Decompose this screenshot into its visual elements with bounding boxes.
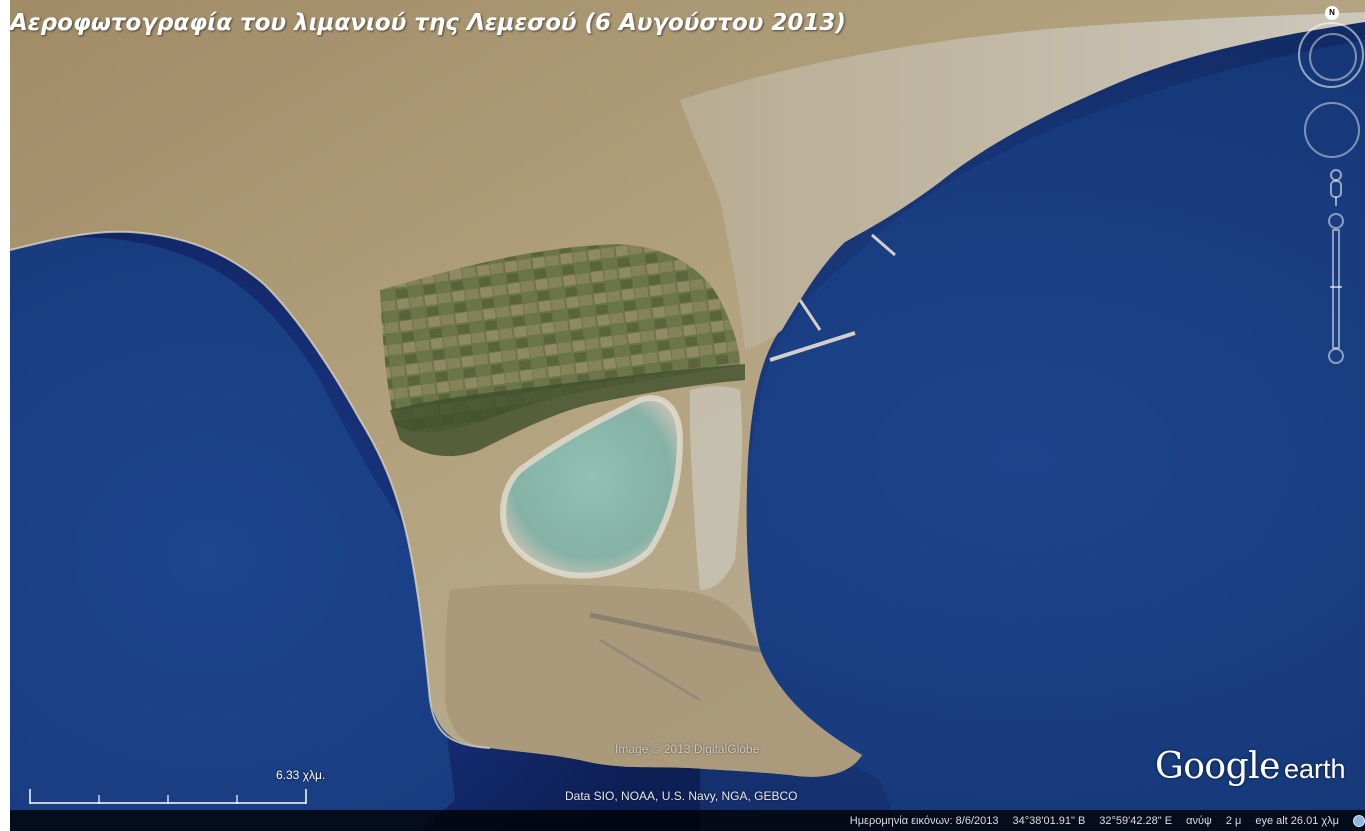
latitude-readout: 34°38'01.91" Β <box>1012 814 1086 827</box>
elevation-value: 2 μ <box>1225 814 1242 827</box>
logo-google-text: Google <box>1155 746 1280 787</box>
status-globe-icon <box>1353 814 1365 827</box>
compass-ring-icon[interactable] <box>1298 22 1364 88</box>
status-bar: Ημερομηνία εικόνων: 8/6/2013 34°38'01.91… <box>10 810 1365 831</box>
imagery-date: Ημερομηνία εικόνων: 8/6/2013 <box>849 814 999 827</box>
eye-altitude: eye alt 26.01 χλμ <box>1255 814 1339 827</box>
scale-bar-label: 6.33 χλμ. <box>276 768 326 782</box>
look-joystick-icon[interactable] <box>1304 102 1360 158</box>
elevation-label: ανύψ <box>1186 814 1212 827</box>
data-attribution: Data SIO, NOAA, U.S. Navy, NGA, GEBCO <box>565 789 798 803</box>
navigation-controls[interactable]: N <box>1292 0 1365 380</box>
logo-earth-text: earth <box>1283 754 1346 784</box>
imagery-attribution: Image © 2013 DigitalGlobe <box>615 742 760 756</box>
pegman-icon[interactable] <box>1326 168 1346 208</box>
scale-bar <box>29 789 307 804</box>
map-title: Αεροφωτογραφία του λιμανιού της Λεμεσού … <box>10 10 846 36</box>
window-left-border <box>0 0 10 831</box>
north-marker-icon[interactable]: N <box>1325 6 1339 20</box>
longitude-readout: 32°59'42.28" Ε <box>1099 814 1173 827</box>
zoom-slider-icon[interactable] <box>1327 212 1345 367</box>
